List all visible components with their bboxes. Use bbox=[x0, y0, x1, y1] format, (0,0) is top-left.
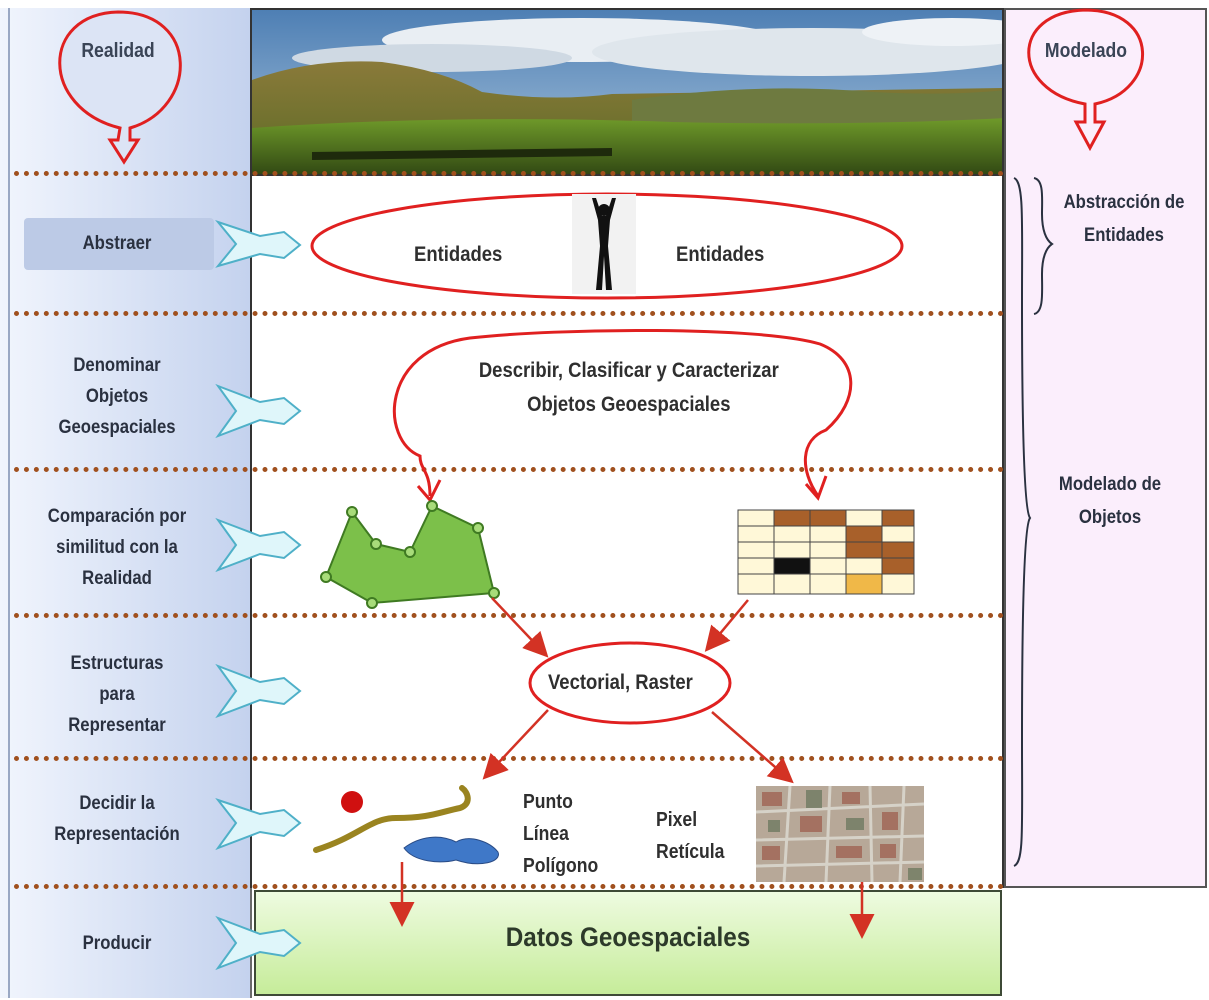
vector-types-label: Punto Línea Polígono bbox=[523, 791, 599, 877]
modelado-label: Modelado bbox=[1044, 40, 1128, 62]
polygon-shape-icon bbox=[403, 836, 499, 865]
brace-icon bbox=[1033, 177, 1054, 315]
step-producir: Producir bbox=[82, 933, 152, 954]
separator bbox=[14, 884, 1004, 889]
point-icon bbox=[341, 791, 363, 813]
line-icon bbox=[313, 785, 471, 853]
structures-ellipse bbox=[528, 641, 732, 725]
describe-label: Describir, Clasificar y Caracterizar Obj… bbox=[478, 359, 779, 416]
separator bbox=[14, 171, 1004, 176]
output-label: Datos Geoespaciales bbox=[505, 922, 751, 952]
separator bbox=[14, 467, 1004, 472]
polygon-icon bbox=[320, 500, 500, 609]
right-panel bbox=[1004, 8, 1207, 888]
raster-map-icon bbox=[755, 785, 925, 883]
modelado-callout-icon bbox=[1027, 8, 1145, 152]
structures-label: Vectorial, Raster bbox=[548, 671, 693, 694]
describe-callout bbox=[392, 328, 853, 497]
arrow-icon bbox=[215, 219, 302, 971]
step-abstraer: Abstraer bbox=[82, 233, 152, 254]
entities-right-label: Entidades bbox=[676, 243, 765, 266]
separator bbox=[14, 756, 1004, 761]
person-icon bbox=[572, 194, 636, 294]
raster-grid-icon bbox=[737, 509, 915, 595]
raster-types-label: Pixel Retícula bbox=[656, 809, 725, 863]
output-band bbox=[254, 890, 1002, 996]
entities-left-label: Entidades bbox=[414, 243, 503, 266]
realidad-label: Realidad bbox=[81, 40, 155, 62]
realidad-callout-icon bbox=[58, 10, 182, 165]
abstraer-highlight bbox=[24, 218, 214, 270]
brace-icon bbox=[1013, 177, 1032, 867]
separator bbox=[14, 311, 1004, 316]
left-panel-border bbox=[8, 8, 10, 998]
landscape-photo bbox=[250, 8, 1004, 176]
